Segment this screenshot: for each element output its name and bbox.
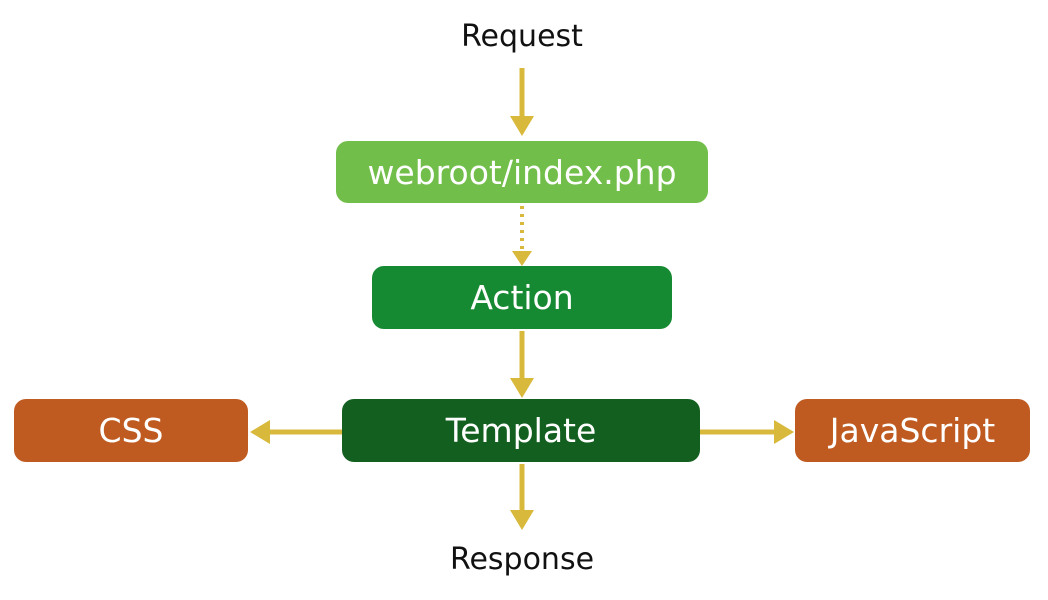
entry-node-label: webroot/index.php bbox=[367, 152, 677, 192]
template-node-label: Template bbox=[445, 411, 597, 450]
javascript-node-label: JavaScript bbox=[829, 411, 996, 450]
arrowhead-action-to-template bbox=[510, 378, 534, 398]
template-node: Template bbox=[342, 399, 700, 462]
javascript-node: JavaScript bbox=[795, 399, 1030, 462]
arrowhead-template-to-response bbox=[510, 510, 534, 530]
css-node-label: CSS bbox=[98, 411, 164, 450]
arrowhead-entry-to-action bbox=[512, 251, 532, 266]
entry-node: webroot/index.php bbox=[336, 141, 708, 203]
action-node: Action bbox=[372, 266, 672, 329]
arrowhead-template-to-css bbox=[250, 420, 270, 444]
arrowhead-template-to-javascript bbox=[774, 420, 794, 444]
request-label: Request bbox=[461, 19, 583, 54]
arrowhead-request-to-entry bbox=[510, 116, 534, 136]
action-node-label: Action bbox=[470, 278, 574, 317]
response-label: Response bbox=[449, 542, 595, 577]
css-node: CSS bbox=[14, 399, 248, 462]
